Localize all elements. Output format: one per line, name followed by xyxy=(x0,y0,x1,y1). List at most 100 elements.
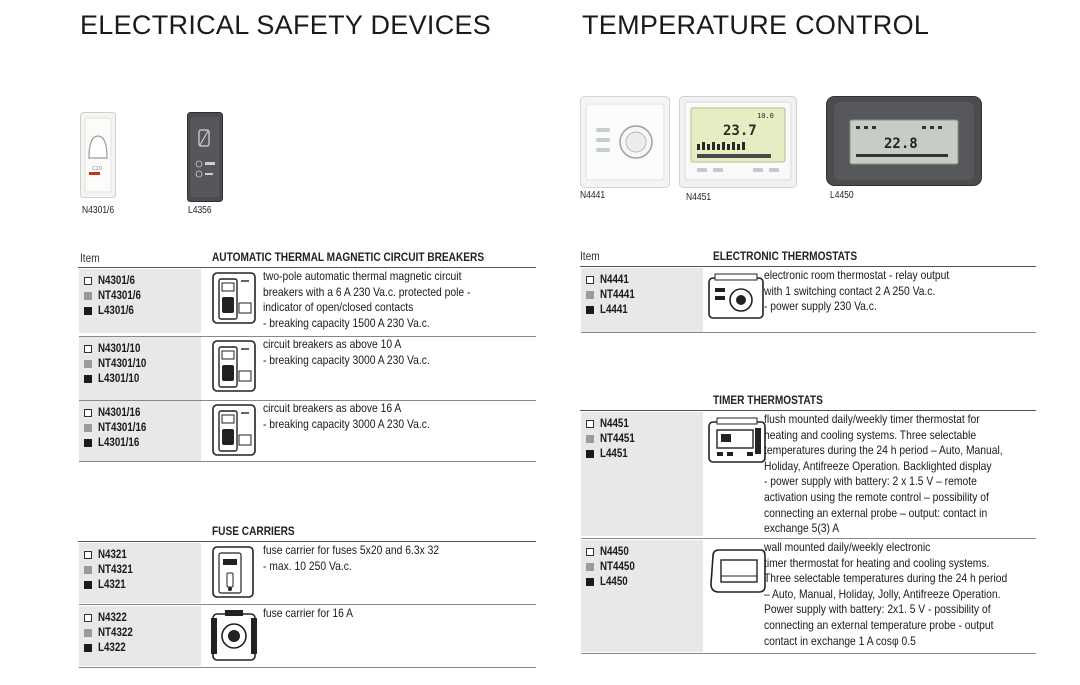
item-description: fuse carrier for 16 A xyxy=(263,606,354,620)
row-divider xyxy=(581,538,1036,539)
row-divider xyxy=(79,461,536,462)
anthracite-finish-square-icon xyxy=(84,580,92,589)
white-finish-square-icon xyxy=(586,547,594,556)
code-grey: NT4322 xyxy=(84,625,201,640)
room-thermostat-icon xyxy=(707,270,767,326)
code-black: L4450 xyxy=(586,574,703,589)
row-divider xyxy=(79,604,536,605)
row-divider xyxy=(79,400,536,401)
code-grey: NT4301/6 xyxy=(84,288,201,303)
circuit-breaker-icon xyxy=(205,339,265,395)
code-white: N4301/16 xyxy=(84,405,201,420)
code-black: L4451 xyxy=(586,446,703,461)
anthracite-finish-square-icon xyxy=(586,305,594,314)
code-white: N4450 xyxy=(586,544,703,559)
section-title-electronic-thermostats: ELECTRONIC THERMOSTATS xyxy=(713,251,858,263)
code-white: N4301/6 xyxy=(84,273,201,288)
white-finish-square-icon xyxy=(84,276,92,285)
timer-thermostat-flush-icon xyxy=(707,414,767,470)
anthracite-finish-square-icon xyxy=(84,306,92,315)
product-photo-n4441 xyxy=(580,96,670,193)
product-photo-l4450: 22.8 xyxy=(826,96,982,191)
item-codes: N4322 NT4322 L4322 xyxy=(79,606,201,666)
row-divider xyxy=(581,653,1036,654)
code-grey: NT4301/16 xyxy=(84,420,201,435)
item-description: wall mounted daily/weekly electronic tim… xyxy=(764,540,1008,648)
code-grey: NT4441 xyxy=(586,287,703,302)
tech-finish-square-icon xyxy=(84,565,92,574)
thermostat-display-value: 23.7 xyxy=(723,123,757,139)
header-rule xyxy=(580,410,1036,411)
timer-thermostat-wall-icon xyxy=(707,542,767,598)
white-finish-square-icon xyxy=(84,613,92,622)
code-grey: NT4451 xyxy=(586,431,703,446)
code-white: N4451 xyxy=(586,416,703,431)
photo-label: N4441 xyxy=(580,190,606,201)
photo-label: N4451 xyxy=(686,192,712,203)
photo-label: N4301/6 xyxy=(82,205,115,216)
white-finish-square-icon xyxy=(84,344,92,353)
header-rule xyxy=(78,267,536,268)
anthracite-finish-square-icon xyxy=(586,577,594,586)
item-description: fuse carrier for fuses 5x20 and 6.3x 32 … xyxy=(263,543,440,573)
photo-label: L4356 xyxy=(188,205,212,216)
code-black: L4441 xyxy=(586,302,703,317)
code-black: L4301/16 xyxy=(84,435,201,450)
product-photo-n4301-6: C10 xyxy=(80,112,116,203)
header-rule xyxy=(580,266,1036,267)
row-divider xyxy=(79,667,536,668)
code-black: L4321 xyxy=(84,577,201,592)
white-finish-square-icon xyxy=(84,550,92,559)
code-white: N4441 xyxy=(586,272,703,287)
product-photo-l4356 xyxy=(187,112,223,207)
tech-finish-square-icon xyxy=(84,628,92,637)
anthracite-finish-square-icon xyxy=(84,438,92,447)
code-grey: NT4321 xyxy=(84,562,201,577)
code-grey: NT4450 xyxy=(586,559,703,574)
item-codes: N4301/16 NT4301/16 L4301/16 xyxy=(79,401,201,461)
header-rule xyxy=(78,541,536,542)
item-column-header: Item xyxy=(80,253,100,265)
photo-label: L4450 xyxy=(830,190,854,201)
item-description: electronic room thermostat - relay outpu… xyxy=(764,268,950,314)
circuit-breaker-icon xyxy=(205,403,265,459)
white-finish-square-icon xyxy=(84,408,92,417)
code-white: N4322 xyxy=(84,610,201,625)
section-title-circuit-breakers: AUTOMATIC THERMAL MAGNETIC CIRCUIT BREAK… xyxy=(212,252,485,264)
tech-finish-square-icon xyxy=(586,290,594,299)
thermostat-display-value: 22.8 xyxy=(884,136,918,152)
fuse-carrier-16a-icon xyxy=(205,608,265,664)
item-description: circuit breakers as above 10 A - breakin… xyxy=(263,337,430,367)
product-photo-n4451: 23.7 10.0 xyxy=(679,96,797,193)
item-description: two-pole automatic thermal magnetic circ… xyxy=(263,269,471,330)
white-finish-square-icon xyxy=(586,275,594,284)
item-codes: N4301/6 NT4301/6 L4301/6 xyxy=(79,269,201,333)
anthracite-finish-square-icon xyxy=(84,643,92,652)
tech-finish-square-icon xyxy=(586,562,594,571)
tech-finish-square-icon xyxy=(84,291,92,300)
tech-finish-square-icon xyxy=(84,423,92,432)
circuit-breaker-icon xyxy=(205,271,265,327)
code-grey: NT4301/10 xyxy=(84,356,201,371)
code-white: N4301/10 xyxy=(84,341,201,356)
item-codes: N4301/10 NT4301/10 L4301/10 xyxy=(79,337,201,400)
item-codes: N4321 NT4321 L4321 xyxy=(79,543,201,603)
anthracite-finish-square-icon xyxy=(586,449,594,458)
section-heading-electrical-safety: ELECTRICAL SAFETY DEVICES xyxy=(80,10,492,40)
section-title-fuse-carriers: FUSE CARRIERS xyxy=(212,526,295,538)
white-finish-square-icon xyxy=(586,419,594,428)
thermostat-display-small: 10.0 xyxy=(757,112,774,120)
item-codes: N4451 NT4451 L4451 xyxy=(581,412,703,536)
code-white: N4321 xyxy=(84,547,201,562)
row-divider xyxy=(79,336,536,337)
item-codes: N4450 NT4450 L4450 xyxy=(581,540,703,652)
item-codes: N4441 NT4441 L4441 xyxy=(581,268,703,332)
fuse-carrier-icon xyxy=(205,545,265,601)
code-black: L4301/10 xyxy=(84,371,201,386)
code-black: L4322 xyxy=(84,640,201,655)
item-description: circuit breakers as above 16 A - breakin… xyxy=(263,401,430,431)
tech-finish-square-icon xyxy=(586,434,594,443)
anthracite-finish-square-icon xyxy=(84,374,92,383)
code-black: L4301/6 xyxy=(84,303,201,318)
row-divider xyxy=(581,332,1036,333)
